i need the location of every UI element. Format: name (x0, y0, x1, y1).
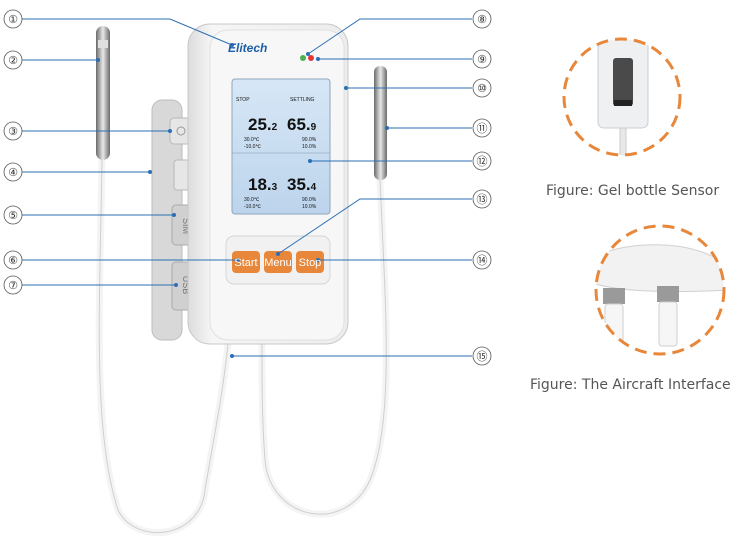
gel-bottle-detail (562, 37, 682, 157)
svg-text:35.4: 35.4 (287, 175, 317, 194)
callout-2: ② (8, 54, 18, 67)
start-button-label: Start (234, 257, 257, 269)
svg-text:SIM: SIM (181, 218, 191, 234)
svg-text:25.2: 25.2 (248, 115, 278, 134)
red-led (308, 55, 314, 61)
left-probe (96, 26, 110, 160)
callout-4: ④ (8, 166, 18, 179)
ch1-hum-int: 65. (287, 115, 311, 134)
stop-button[interactable] (296, 251, 324, 273)
gel-sensor-caption: Figure: Gel bottle Sensor (546, 183, 720, 199)
start-button[interactable] (232, 251, 260, 273)
ch1-hum-min: 10.0% (302, 144, 317, 150)
ch1-hum-max: 90.0% (302, 137, 317, 143)
ch2-hum-min: 10.0% (302, 204, 317, 210)
brand-logo: Elitech (228, 41, 267, 55)
menu-button[interactable] (264, 251, 292, 273)
menu-button-label: Menu (264, 257, 292, 269)
callout-11: ⑪ (477, 122, 488, 135)
aircraft-interface-caption: Figure: The Aircraft Interface (530, 377, 731, 393)
ch1-hum-dec: 9 (311, 122, 317, 133)
aircraft-interface-detail (594, 224, 726, 356)
callout-12: ⑫ (477, 155, 488, 168)
svg-text:USB: USB (181, 276, 191, 295)
ch2-temp-int: 18. (248, 175, 272, 194)
ch2-hum-dec: 4 (311, 182, 317, 193)
callout-1: ① (8, 13, 18, 26)
callout-15: ⑮ (477, 350, 488, 363)
ch1-temp-dec: 2 (272, 122, 278, 133)
svg-text:65.9: 65.9 (287, 115, 317, 134)
screen-status-right: SETTLING (290, 97, 315, 103)
ch2-temp-min: -10.0℃ (244, 204, 261, 210)
ch2-hum-max: 90.0% (302, 197, 317, 203)
callout-9: ⑨ (477, 53, 487, 66)
ch2-hum-int: 35. (287, 175, 311, 194)
svg-text:18.3: 18.3 (248, 175, 278, 194)
ch1-temp-min: -10.0℃ (244, 144, 261, 150)
green-led (300, 55, 306, 61)
callout-10: ⑩ (477, 82, 487, 95)
ch1-temp-int: 25. (248, 115, 272, 134)
ch2-temp-dec: 3 (272, 182, 278, 193)
ch2-temp-max: 30.0℃ (244, 197, 260, 203)
callout-5: ⑤ (8, 209, 18, 222)
screen-status-left: STOP (236, 97, 250, 103)
callout-8: ⑧ (477, 13, 487, 26)
callout-7: ⑦ (8, 279, 18, 292)
lcd-screen (231, 78, 331, 215)
right-probe (374, 66, 387, 180)
callout-14: ⑭ (477, 254, 488, 267)
stop-button-label: Stop (299, 257, 322, 269)
callout-6: ⑥ (8, 254, 18, 267)
callout-13: ⑬ (477, 193, 488, 206)
callout-3: ③ (8, 125, 18, 138)
leader-lines (22, 18, 472, 357)
ch1-temp-max: 30.0℃ (244, 137, 260, 143)
